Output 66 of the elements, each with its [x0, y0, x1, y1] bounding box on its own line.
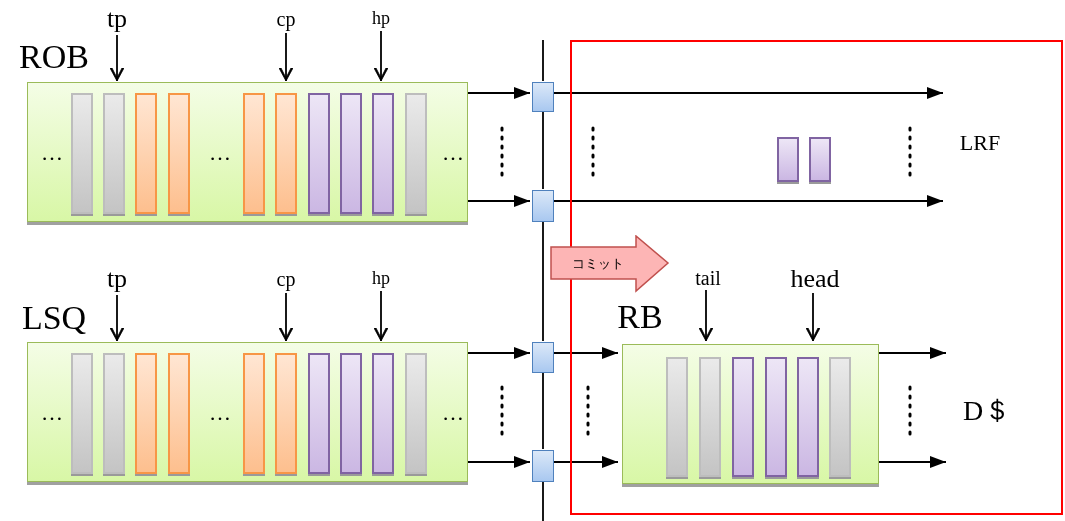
arrow	[553, 347, 619, 359]
entry-slot	[168, 93, 190, 214]
queue-title: RB	[616, 297, 664, 337]
connector-line	[542, 111, 544, 190]
entry-slot	[243, 93, 265, 214]
ellipsis-text: …	[40, 140, 64, 166]
entry-slot	[699, 357, 721, 477]
arrow-label: コミット	[571, 254, 625, 273]
entry-slot	[168, 353, 190, 474]
entry-slot	[809, 137, 831, 182]
entry-slot	[71, 353, 93, 474]
region-frame	[570, 40, 1063, 515]
latch-box	[532, 342, 554, 373]
entry-slot	[275, 353, 297, 474]
entry-slot	[71, 93, 93, 214]
entry-slot	[103, 93, 125, 214]
arrow	[467, 87, 531, 99]
queue-title: LSQ	[20, 298, 88, 338]
pointer-label: hp	[367, 5, 395, 31]
ellipsis-text: …	[208, 140, 232, 166]
arrow	[467, 195, 531, 207]
ellipsis-text: …	[40, 400, 64, 426]
unit-label: D＄	[950, 392, 1024, 430]
connector-line	[542, 481, 544, 521]
connector-line	[542, 221, 544, 342]
pointer-label: cp	[271, 5, 301, 33]
entry-slot	[372, 93, 394, 214]
ellipsis-text: …	[441, 400, 465, 426]
entry-slot	[732, 357, 754, 477]
entry-slot	[275, 93, 297, 214]
pointer-label: tp	[101, 3, 133, 35]
entry-slot	[243, 353, 265, 474]
connector-line	[542, 372, 544, 450]
unit-label: LRF	[947, 126, 1013, 160]
latch-box	[532, 450, 554, 482]
pointer-label: hp	[367, 265, 395, 291]
entry-slot	[666, 357, 688, 477]
latch-box	[532, 190, 554, 222]
arrow	[467, 347, 531, 359]
pointer-label: tail	[686, 264, 730, 292]
ellipsis-text: …	[441, 140, 465, 166]
connector-line	[542, 39, 544, 82]
entry-slot	[405, 353, 427, 474]
entry-slot	[308, 93, 330, 214]
arrow	[467, 456, 531, 468]
entry-slot	[340, 93, 362, 214]
pointer-label: tp	[101, 263, 133, 295]
pointer-label: head	[778, 263, 852, 295]
entry-slot	[372, 353, 394, 474]
entry-slot	[135, 93, 157, 214]
arrow	[553, 87, 944, 99]
entry-slot	[308, 353, 330, 474]
entry-slot	[777, 137, 799, 182]
entry-slot	[405, 93, 427, 214]
arrow	[553, 456, 619, 468]
latch-box	[532, 82, 554, 112]
entry-slot	[135, 353, 157, 474]
entry-slot	[829, 357, 851, 477]
ellipsis-text: …	[208, 400, 232, 426]
queue-title: ROB	[18, 37, 90, 77]
entry-slot	[797, 357, 819, 477]
entry-slot	[340, 353, 362, 474]
pointer-label: cp	[271, 265, 301, 293]
arrow	[553, 195, 944, 207]
entry-slot	[765, 357, 787, 477]
entry-slot	[103, 353, 125, 474]
